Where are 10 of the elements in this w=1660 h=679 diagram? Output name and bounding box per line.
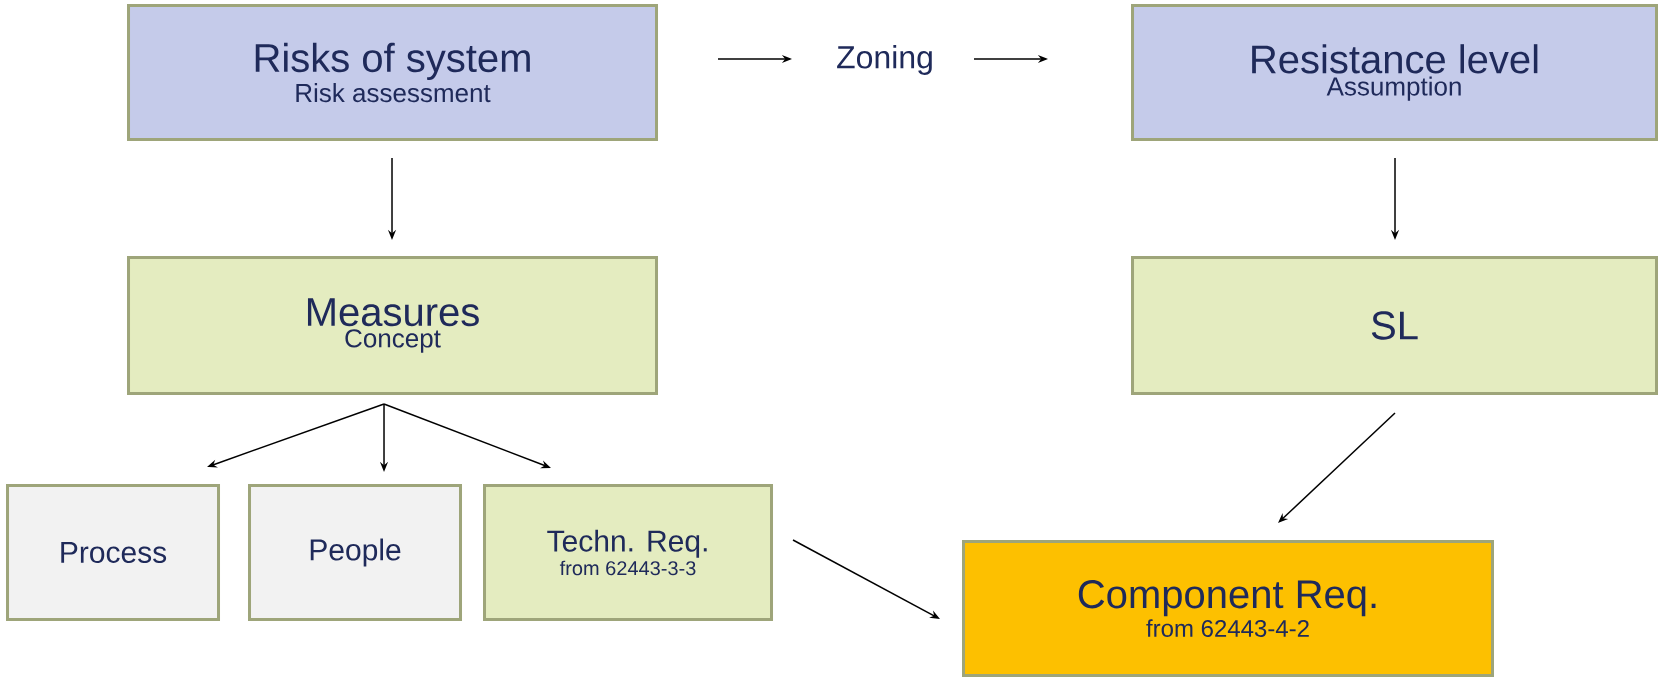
process-box: Component Req. from 62443-4-2 [962,540,1494,677]
process-box: SL [1131,256,1658,395]
zoning-label: Zoning [837,45,932,75]
process-box: Risks of system Risk assessment [127,4,658,141]
process-box: Techn. Req. from 62443-3-3 [483,484,773,621]
arrow [1278,412,1396,523]
process-box: People [248,484,462,621]
process-box: Process [6,484,220,621]
process-box: Measures Concept [127,256,658,395]
process-box: Resistance level Assumption [1131,4,1658,141]
